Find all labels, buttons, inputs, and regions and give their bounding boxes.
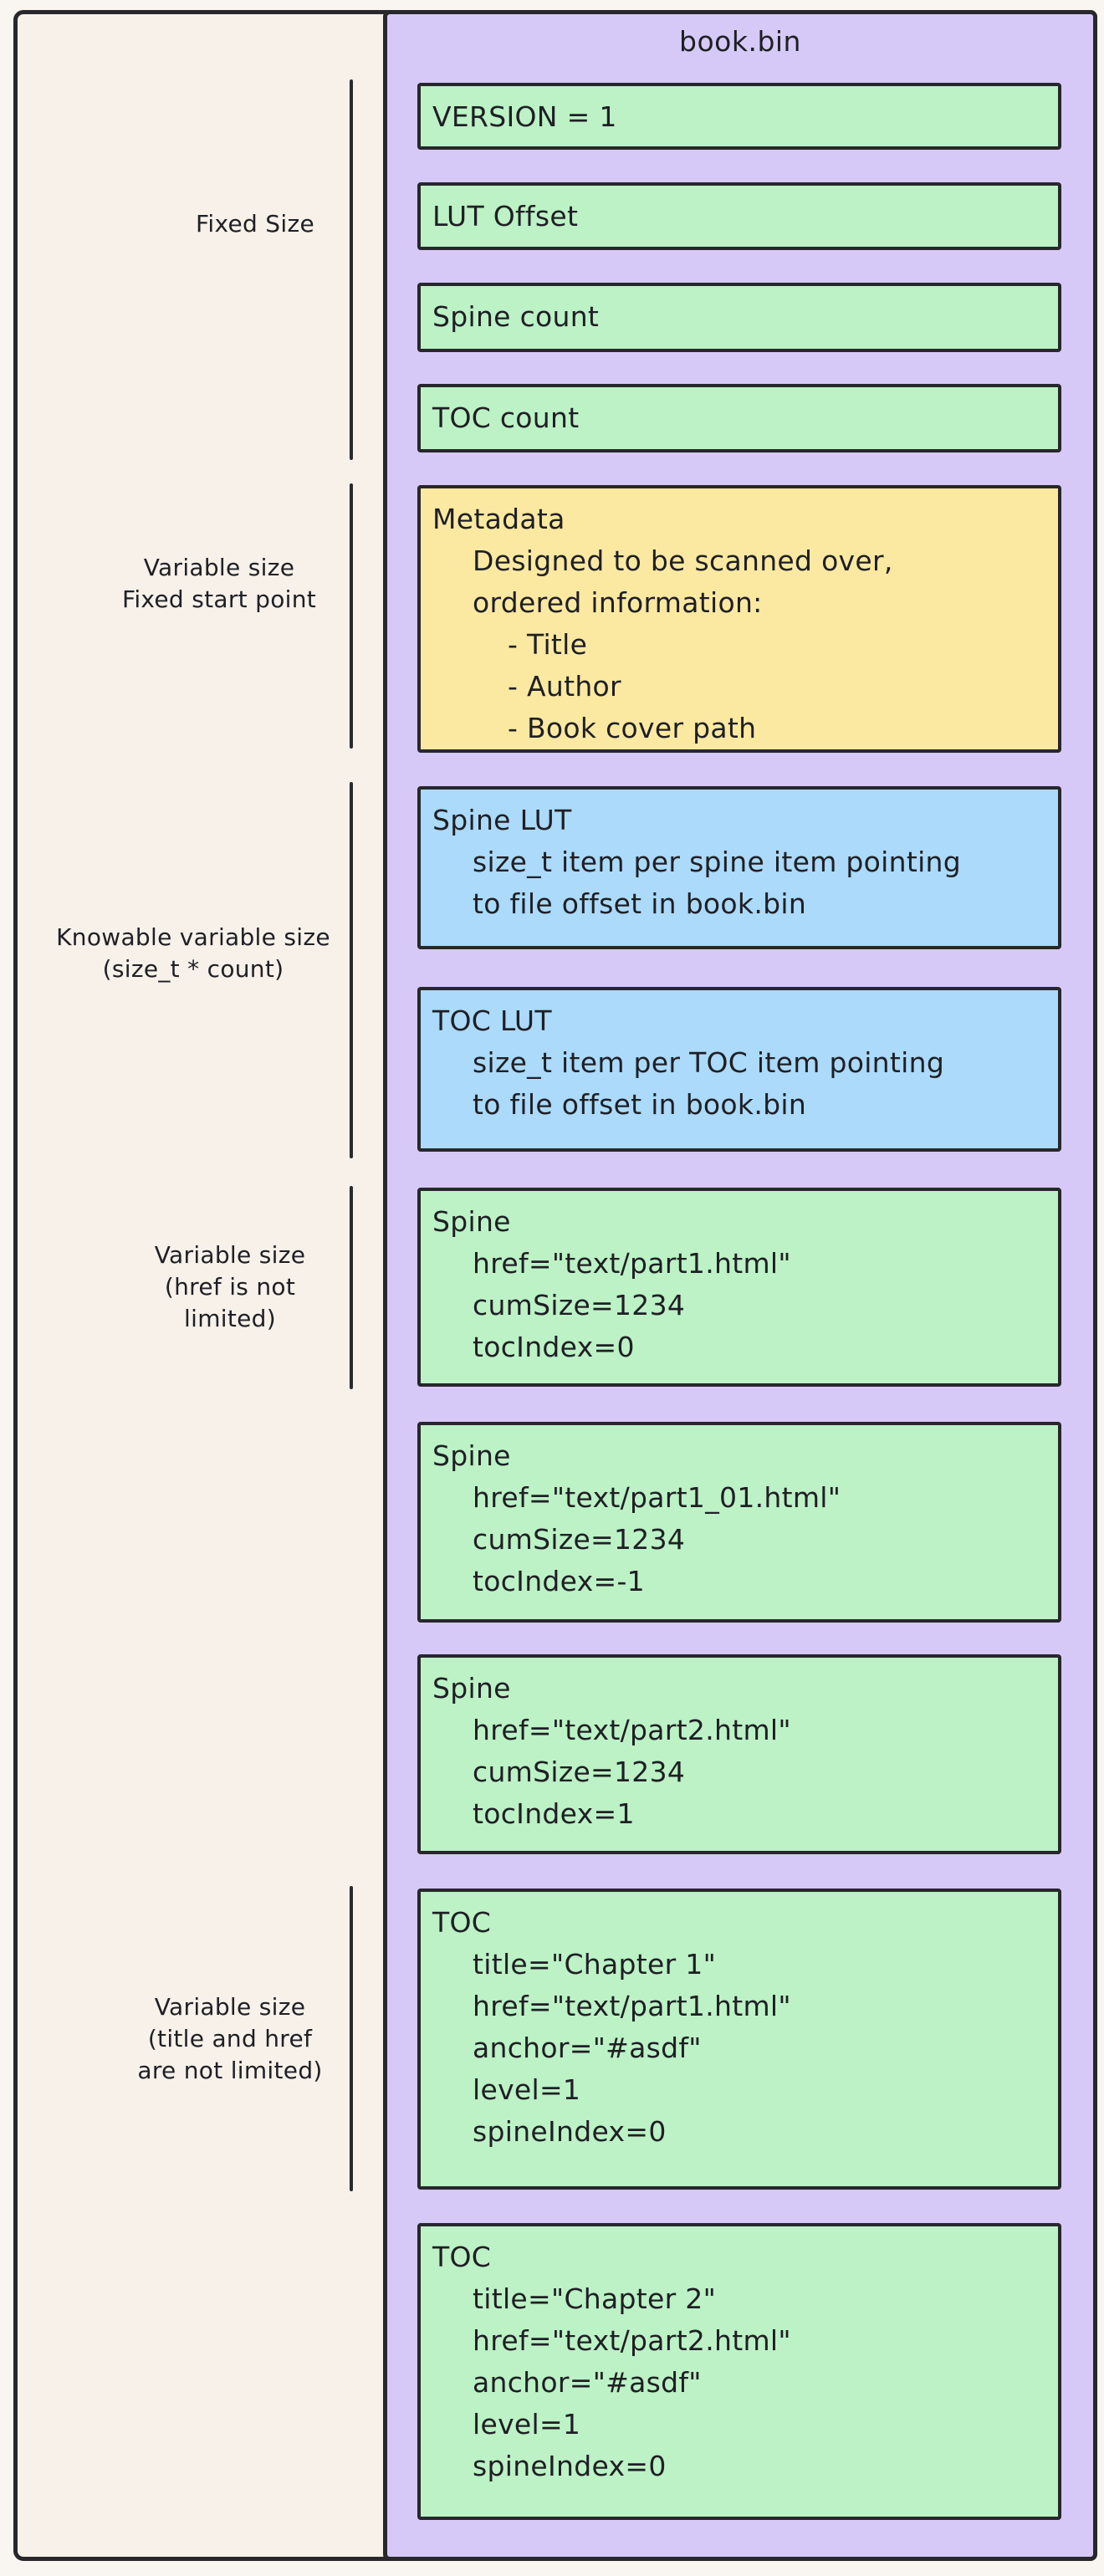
field-box-spine-lut: Spine LUT size_t item per spine item poi… — [417, 786, 1061, 949]
field-line: href="text/part2.html" — [473, 2324, 791, 2357]
field-box-metadata: Metadata Designed to be scanned over, or… — [417, 485, 1061, 753]
field-box-lut-offset: LUT Offset — [417, 182, 1061, 250]
field-line: href="text/part1.html" — [473, 1247, 791, 1280]
field-line: to file offset in book.bin — [473, 1088, 807, 1121]
bracket-variable-title-href — [350, 1886, 353, 2191]
field-line: tocIndex=-1 — [473, 1565, 645, 1597]
field-line: Spine — [432, 1439, 511, 1472]
field-box-toc-2: TOC title="Chapter 2" href="text/part2.h… — [417, 2223, 1061, 2520]
field-line: cumSize=1234 — [473, 1756, 686, 1788]
field-line: LUT Offset — [432, 200, 579, 233]
field-line: cumSize=1234 — [473, 1289, 686, 1321]
field-line: tocIndex=1 — [473, 1797, 635, 1830]
field-line: Metadata — [432, 503, 565, 535]
field-line: TOC — [432, 2241, 492, 2273]
field-line: Spine LUT — [432, 804, 572, 836]
field-line: href="text/part1.html" — [473, 1990, 791, 2022]
field-box-spine-2: Spine href="text/part1_01.html" cumSize=… — [417, 1422, 1061, 1623]
file-panel-title: book.bin — [679, 25, 801, 58]
field-box-spine-3: Spine href="text/part2.html" cumSize=123… — [417, 1654, 1061, 1854]
label-line: (size_t * count) — [102, 955, 284, 983]
field-line: - Title — [508, 628, 588, 661]
field-line: Spine count — [432, 300, 600, 333]
label-line: (title and href — [147, 2025, 313, 2052]
field-line: to file offset in book.bin — [473, 887, 807, 920]
field-line: title="Chapter 1" — [473, 1948, 717, 1981]
label-line: are not limited) — [137, 2057, 323, 2084]
field-line: title="Chapter 2" — [473, 2282, 717, 2315]
field-line: TOC LUT — [432, 1004, 552, 1037]
field-box-spine-count: Spine count — [417, 283, 1061, 352]
field-line: VERSION = 1 — [432, 100, 617, 133]
section-label-variable-href: Variable size (href is not limited) — [71, 1239, 389, 1335]
field-line: anchor="#asdf" — [473, 2032, 702, 2064]
field-box-toc-lut: TOC LUT size_t item per TOC item pointin… — [417, 987, 1061, 1152]
field-line: - Author — [508, 670, 621, 703]
section-label-variable-fixed-start: Variable size Fixed start point — [60, 552, 378, 616]
field-line: Spine — [432, 1205, 511, 1238]
field-line: href="text/part2.html" — [473, 1714, 791, 1746]
field-box-version: VERSION = 1 — [417, 83, 1061, 150]
section-label-knowable-variable: Knowable variable size (size_t * count) — [34, 922, 352, 985]
label-line: Variable size — [154, 1993, 306, 2021]
field-line: href="text/part1_01.html" — [473, 1481, 841, 1514]
field-line: size_t item per spine item pointing — [473, 846, 962, 878]
field-line: cumSize=1234 — [473, 1523, 686, 1556]
field-line: ordered information: — [473, 586, 763, 619]
label-line: (href is not — [164, 1273, 296, 1301]
label-line: Variable size — [154, 1241, 306, 1269]
bracket-fixed-size — [350, 79, 353, 460]
label-line: Fixed start point — [121, 585, 317, 613]
label-line: Variable size — [143, 554, 295, 581]
field-line: TOC — [432, 1906, 492, 1939]
label-line: limited) — [184, 1305, 276, 1332]
bracket-variable-href — [350, 1186, 353, 1389]
label-line: Fixed Size — [196, 210, 314, 238]
field-line: level=1 — [473, 2073, 581, 2106]
field-line: spineIndex=0 — [473, 2450, 667, 2482]
field-box-toc-count: TOC count — [417, 384, 1061, 452]
field-line: size_t item per TOC item pointing — [473, 1046, 945, 1079]
field-line: anchor="#asdf" — [473, 2366, 702, 2399]
field-box-toc-1: TOC title="Chapter 1" href="text/part1.h… — [417, 1889, 1061, 2190]
label-line: Knowable variable size — [56, 923, 330, 951]
field-line: tocIndex=0 — [473, 1331, 635, 1363]
bracket-variable-fixed-start — [350, 483, 353, 749]
field-line: - Book cover path — [508, 712, 757, 744]
field-line: level=1 — [473, 2408, 581, 2441]
field-box-spine-1: Spine href="text/part1.html" cumSize=123… — [417, 1188, 1061, 1387]
section-label-variable-title-href: Variable size (title and href are not li… — [71, 1991, 389, 2087]
field-line: spineIndex=0 — [473, 2115, 667, 2148]
field-line: Designed to be scanned over, — [473, 544, 893, 577]
bracket-knowable-variable — [350, 782, 353, 1158]
section-label-fixed-size: Fixed Size — [96, 208, 414, 240]
field-line: TOC count — [432, 401, 580, 434]
field-line: Spine — [432, 1672, 511, 1705]
